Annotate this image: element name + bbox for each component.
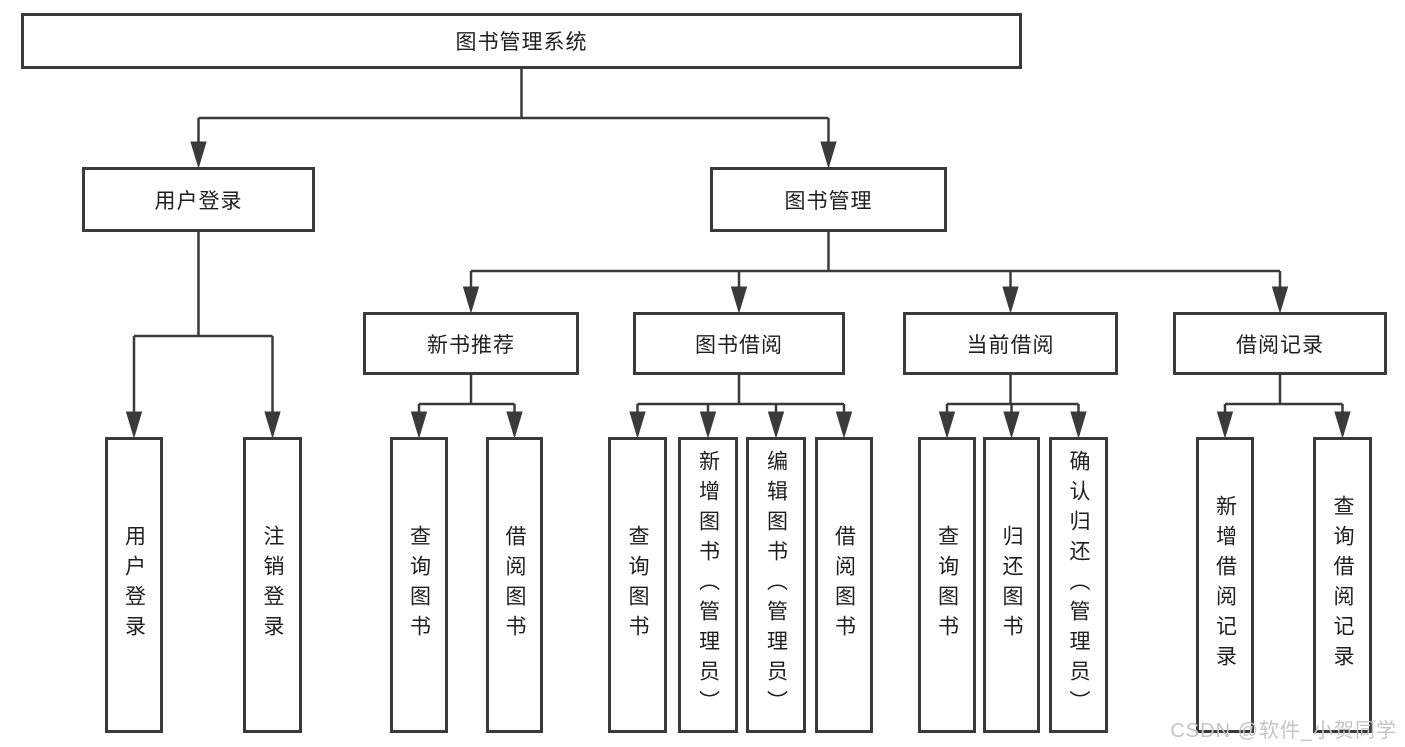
- node-borrow-records: 借阅记录: [1173, 312, 1387, 375]
- edge-new-book-rec-to-children: [410, 375, 523, 439]
- leaf-label: 查询图书: [935, 525, 959, 645]
- node-leaf-user-login: 用户登录: [105, 437, 163, 733]
- edge-book-borrow-to-children: [629, 375, 853, 439]
- node-leaf-nbr-borrow-books: 借阅图书: [486, 437, 543, 733]
- leaf-label: 查询图书: [626, 525, 649, 645]
- leaf-label: 编辑图书（管理员）: [764, 450, 788, 720]
- node-leaf-bb-add-books-admin: 新增图书（管理员）: [678, 437, 738, 733]
- node-leaf-nbr-query-books: 查询图书: [390, 437, 448, 733]
- leaf-label: 查询图书: [407, 525, 431, 645]
- node-current-borrow: 当前借阅: [903, 312, 1118, 375]
- edge-root-to-children: [190, 69, 837, 169]
- edge-user-login-to-children: [125, 232, 281, 439]
- leaf-label: 查询借阅记录: [1331, 495, 1354, 675]
- leaf-label: 确认归还（管理员）: [1067, 450, 1090, 720]
- node-leaf-br-add-record: 新增借阅记录: [1196, 437, 1254, 733]
- node-leaf-cb-query-books: 查询图书: [918, 437, 976, 733]
- node-book-management: 图书管理: [710, 167, 947, 232]
- leaf-label: 归还图书: [1000, 525, 1023, 645]
- leaf-label: 注销登录: [261, 525, 284, 645]
- node-leaf-bb-edit-books-admin: 编辑图书（管理员）: [746, 437, 806, 733]
- csdn-watermark: CSDN @软件_小贺同学: [1170, 720, 1397, 742]
- node-new-book-recommend: 新书推荐: [363, 312, 579, 375]
- node-leaf-logout: 注销登录: [243, 437, 302, 733]
- edge-current-borrow-to-children: [938, 375, 1087, 439]
- node-leaf-br-query-record: 查询借阅记录: [1313, 437, 1372, 733]
- node-leaf-bb-query-books: 查询图书: [608, 437, 667, 733]
- node-book-borrow: 图书借阅: [633, 312, 845, 375]
- edge-book-mgmt-to-children: [462, 232, 1289, 314]
- leaf-label: 新增图书（管理员）: [696, 450, 720, 720]
- node-leaf-bb-borrow-books: 借阅图书: [815, 437, 873, 733]
- node-root: 图书管理系统: [21, 13, 1022, 69]
- leaf-label: 用户登录: [122, 525, 146, 645]
- leaf-label: 新增借阅记录: [1213, 495, 1237, 675]
- node-user-login-group: 用户登录: [82, 167, 315, 232]
- node-leaf-cb-confirm-return-admin: 确认归还（管理员）: [1049, 437, 1108, 733]
- node-leaf-cb-return-books: 归还图书: [983, 437, 1040, 733]
- edge-borrow-records-to-children: [1216, 375, 1351, 439]
- leaf-label: 借阅图书: [832, 525, 856, 645]
- leaf-label: 借阅图书: [503, 525, 526, 645]
